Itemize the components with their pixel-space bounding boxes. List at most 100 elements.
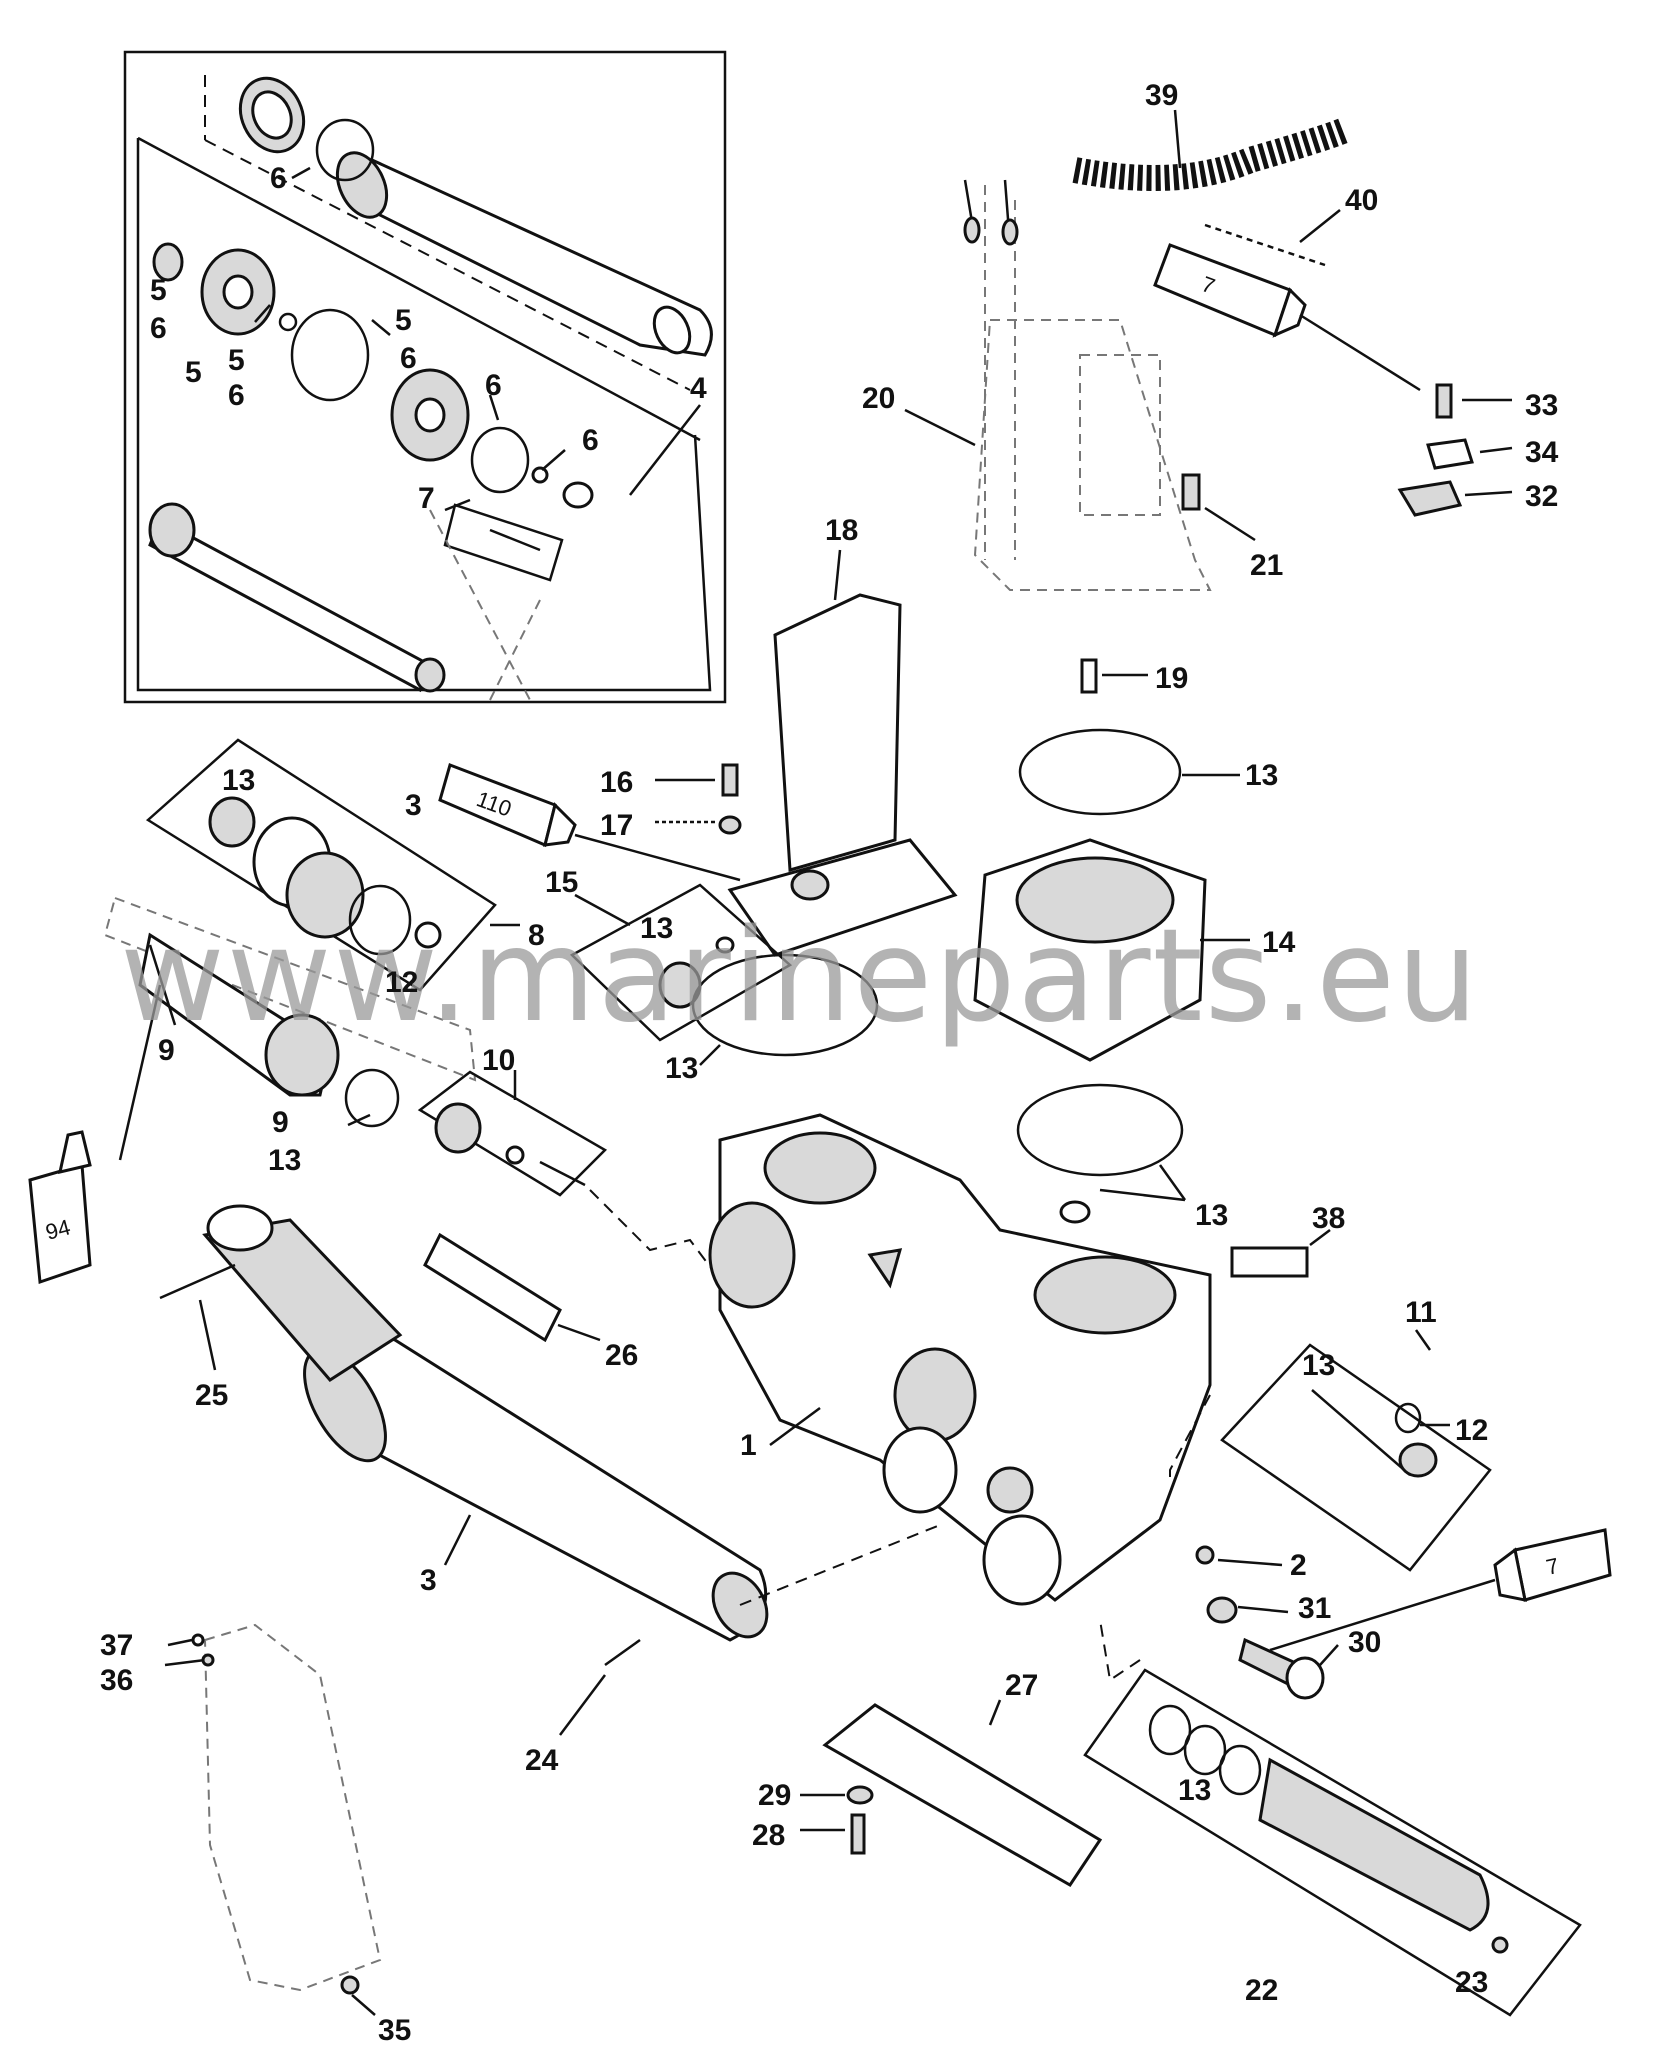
kit-box-10 xyxy=(417,1070,721,1281)
bolt-25 xyxy=(159,1263,236,1371)
leader-lines-top-box xyxy=(254,166,701,701)
callout-6: 6 xyxy=(582,424,599,457)
wiring-sleeve-39 xyxy=(1072,109,1350,191)
callout-39: 39 xyxy=(1145,79,1178,112)
callout-13: 13 xyxy=(1195,1199,1228,1232)
piston-upper xyxy=(200,248,470,462)
callout-6: 6 xyxy=(485,369,502,402)
o-ring-13-upper xyxy=(1018,728,1240,816)
callout-3: 3 xyxy=(420,1564,437,1597)
sealant-tube-94 xyxy=(28,1130,92,1285)
callout-13: 13 xyxy=(640,912,673,945)
callout-27: 27 xyxy=(1005,1669,1038,1702)
callout-25: 25 xyxy=(195,1379,228,1412)
pin-26 xyxy=(423,1232,601,1343)
callout-6: 6 xyxy=(270,162,287,195)
clamp-32 xyxy=(1397,480,1513,517)
washer-17 xyxy=(655,815,742,835)
washer-29 xyxy=(800,1785,874,1805)
callout-1: 1 xyxy=(740,1429,757,1462)
screw-28 xyxy=(800,1813,866,1855)
callout-13: 13 xyxy=(1245,759,1278,792)
callout-labels: 39 40 6 5 6 5 5 6 5 6 6 4 6 7 20 33 34 3… xyxy=(100,79,1559,2047)
callout-14: 14 xyxy=(1262,926,1296,959)
screw-16 xyxy=(655,763,739,797)
pump-body-1 xyxy=(708,1113,1212,1606)
callout-4: 4 xyxy=(690,372,707,405)
wire-40 xyxy=(1204,209,1341,267)
tube-label-7-lower: 7 xyxy=(1544,1553,1561,1580)
callout-28: 28 xyxy=(752,1819,785,1852)
callout-26: 26 xyxy=(605,1339,638,1372)
callout-13: 13 xyxy=(222,764,255,797)
callout-18: 18 xyxy=(825,514,858,547)
callout-31: 31 xyxy=(1298,1592,1331,1625)
callout-16: 16 xyxy=(600,766,633,799)
check-valve-kit-7 xyxy=(443,503,564,582)
motor-20 xyxy=(904,179,1212,591)
cylinder-3-lower xyxy=(202,1204,941,1642)
pad-27 xyxy=(822,1699,1103,1887)
callout-5: 5 xyxy=(185,356,202,389)
callout-30: 30 xyxy=(1348,1626,1381,1659)
kit-box-8 xyxy=(145,738,520,992)
callout-29: 29 xyxy=(758,1779,791,1812)
callout-24: 24 xyxy=(525,1744,559,1777)
callout-2: 2 xyxy=(1290,1549,1307,1582)
callout-32: 32 xyxy=(1525,480,1558,513)
callout-5: 5 xyxy=(395,304,412,337)
callout-6: 6 xyxy=(400,342,417,375)
bracket-assembly xyxy=(164,1623,382,2016)
pin-19 xyxy=(1080,658,1148,694)
callout-6: 6 xyxy=(150,312,167,345)
o-ring-13-middle xyxy=(691,953,879,1066)
callout-8: 8 xyxy=(528,919,545,952)
callout-13: 13 xyxy=(1302,1349,1335,1382)
sealant-tube-110 xyxy=(438,763,741,882)
shaft-9 xyxy=(103,896,477,1161)
kit-box-22 xyxy=(1083,1619,1582,2017)
callout-6: 6 xyxy=(228,379,245,412)
callout-13: 13 xyxy=(665,1052,698,1085)
callout-13: 13 xyxy=(1178,1774,1211,1807)
washer-31 xyxy=(1206,1596,1289,1624)
callout-9: 9 xyxy=(158,1034,175,1067)
callout-38: 38 xyxy=(1312,1202,1345,1235)
screw-21 xyxy=(1181,473,1256,542)
callout-35: 35 xyxy=(378,2014,411,2047)
piston-rod-upper xyxy=(148,502,446,693)
pump-14 xyxy=(973,838,1250,1062)
callout-20: 20 xyxy=(862,382,895,415)
callout-12: 12 xyxy=(1455,1414,1488,1447)
callout-17: 17 xyxy=(600,809,633,842)
o-rings-top-box xyxy=(152,118,594,509)
callout-33: 33 xyxy=(1525,389,1558,422)
callout-34: 34 xyxy=(1525,436,1559,469)
callout-5: 5 xyxy=(150,274,167,307)
sealant-tube-7-lower xyxy=(1269,1528,1612,1652)
callout-22: 22 xyxy=(1245,1974,1278,2007)
pin-24 xyxy=(559,1638,641,1736)
decal-38 xyxy=(1230,1229,1331,1278)
reservoir-18 xyxy=(727,549,958,957)
screw-33 xyxy=(1435,383,1512,419)
sealant-tube-7-top xyxy=(1153,243,1421,392)
bolt-30 xyxy=(1238,1637,1339,1700)
clip-34 xyxy=(1426,438,1513,470)
callout-37: 37 xyxy=(100,1629,133,1662)
callout-3: 3 xyxy=(405,789,422,822)
cylinder-tube-upper xyxy=(335,151,713,357)
end-cap-upper xyxy=(238,76,306,154)
callout-40: 40 xyxy=(1345,184,1378,217)
callout-21: 21 xyxy=(1250,549,1283,582)
callout-23: 23 xyxy=(1455,1966,1488,1999)
callout-9: 9 xyxy=(272,1106,289,1139)
callout-19: 19 xyxy=(1155,662,1188,695)
ball-2 xyxy=(1195,1545,1283,1567)
callout-12: 12 xyxy=(385,966,418,999)
watermark: www.marineparts.eu xyxy=(120,902,1480,1051)
o-ring-13-right xyxy=(1016,1083,1187,1224)
callout-15: 15 xyxy=(545,866,578,899)
kit-box-11 xyxy=(1169,1329,1492,1572)
